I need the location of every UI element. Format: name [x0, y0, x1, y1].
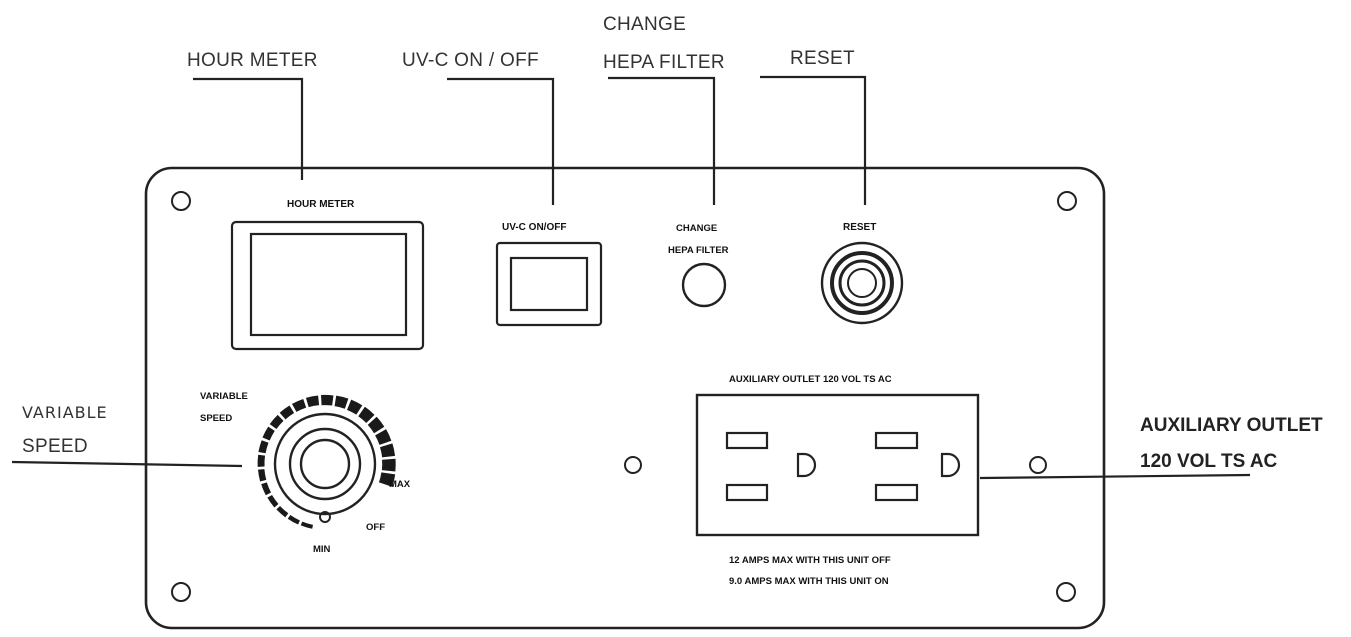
screw-bottom-right — [1056, 582, 1076, 602]
speed-scale-segment — [276, 505, 289, 518]
outlet-right-ground[interactable] — [940, 452, 961, 478]
callout-uvc: UV-C ON / OFF — [402, 50, 539, 71]
speed-scale-segment — [300, 521, 314, 529]
callout-aux-line1: AUXILIARY OUTLET — [1140, 415, 1323, 436]
screw-bottom-left — [171, 582, 191, 602]
speed-scale-segment — [262, 426, 275, 441]
callout-aux-line2: 120 VOL TS AC — [1140, 451, 1278, 472]
speed-scale-segment — [258, 469, 267, 482]
speed-scale-segment — [267, 494, 279, 508]
leader-uvc — [447, 77, 555, 205]
speed-scale-segment — [279, 405, 295, 420]
panel-label-aux-title: AUXILIARY OUTLET 120 VOL TS AC — [729, 374, 892, 385]
reset-button-ring[interactable] — [820, 241, 904, 325]
speed-scale-segment — [287, 515, 300, 525]
hour-meter-display — [249, 232, 408, 337]
panel-outline — [144, 166, 1106, 630]
speed-scale-segment — [346, 399, 363, 415]
outlet-left-slot-bottom[interactable] — [725, 483, 769, 502]
speed-scale-segment — [305, 395, 320, 408]
speed-scale-segment — [291, 398, 307, 412]
speed-knob-body[interactable] — [288, 427, 362, 501]
leader-variable-speed — [11, 460, 243, 468]
speed-scale-segment — [257, 454, 266, 467]
panel-label-hour-meter: HOUR METER — [287, 199, 355, 210]
callout-reset: RESET — [790, 48, 855, 69]
speed-scale-segment — [261, 482, 272, 496]
reset-button-collar[interactable] — [830, 251, 894, 315]
panel-label-reset: RESET — [843, 222, 876, 233]
uvc-switch-bezel[interactable] — [495, 241, 603, 327]
callout-variable-line2: SPEED — [22, 436, 88, 457]
leader-change-filter — [608, 76, 716, 205]
speed-scale-segment — [378, 472, 396, 487]
speed-knob-off-dot — [319, 511, 331, 523]
speed-scale-segment — [375, 429, 392, 446]
panel-label-change-line2: HEPA FILTER — [668, 245, 729, 256]
speed-scale-segment — [367, 416, 385, 434]
leader-aux-outlet — [979, 473, 1251, 480]
outlet-left-ground[interactable] — [796, 452, 817, 478]
callout-change-line2: HEPA FILTER — [603, 52, 725, 73]
change-filter-indicator-light — [681, 262, 727, 308]
speed-scale-segment — [258, 440, 269, 454]
screw-outlet-right — [1029, 456, 1047, 474]
screw-top-right — [1057, 191, 1077, 211]
speed-scale-arc — [257, 394, 396, 529]
speed-knob-outer[interactable] — [273, 412, 377, 516]
outlet-left-slot-top[interactable] — [725, 431, 769, 450]
leader-reset — [760, 75, 867, 205]
panel-label-variable-line1: VARIABLE — [200, 391, 248, 402]
panel-label-aux-note1: 12 AMPS MAX WITH THIS UNIT OFF — [729, 555, 891, 566]
reset-button-cap[interactable] — [847, 268, 877, 298]
callout-variable-line1: VARIABLE — [22, 403, 108, 422]
hour-meter-bezel — [230, 220, 425, 351]
speed-scale-segment — [334, 395, 349, 409]
panel-label-variable-line2: SPEED — [200, 413, 232, 424]
speed-knob-shaft[interactable] — [299, 438, 351, 490]
callout-hour-meter: HOUR METER — [187, 50, 318, 71]
uvc-switch-rocker[interactable] — [509, 256, 589, 312]
speed-scale-segment — [379, 443, 396, 458]
callout-change-line1: CHANGE — [603, 14, 686, 35]
outlet-right-slot-bottom[interactable] — [874, 483, 919, 502]
outlet-right-slot-top[interactable] — [874, 431, 919, 450]
panel-label-change-line1: CHANGE — [676, 223, 717, 234]
panel-label-off: OFF — [366, 522, 385, 533]
leader-hour-meter — [193, 77, 304, 180]
panel-label-min: MIN — [313, 544, 331, 555]
aux-outlet-plate — [695, 393, 980, 537]
screw-outlet-left — [624, 456, 642, 474]
speed-scale-segment — [358, 406, 375, 424]
panel-label-uvc: UV-C ON/OFF — [502, 222, 566, 233]
panel-label-aux-note2: 9.0 AMPS MAX WITH THIS UNIT ON — [729, 576, 889, 587]
screw-top-left — [171, 191, 191, 211]
panel-label-max: MAX — [389, 479, 411, 490]
reset-button-inner[interactable] — [838, 259, 886, 307]
speed-scale-segment — [269, 414, 284, 430]
